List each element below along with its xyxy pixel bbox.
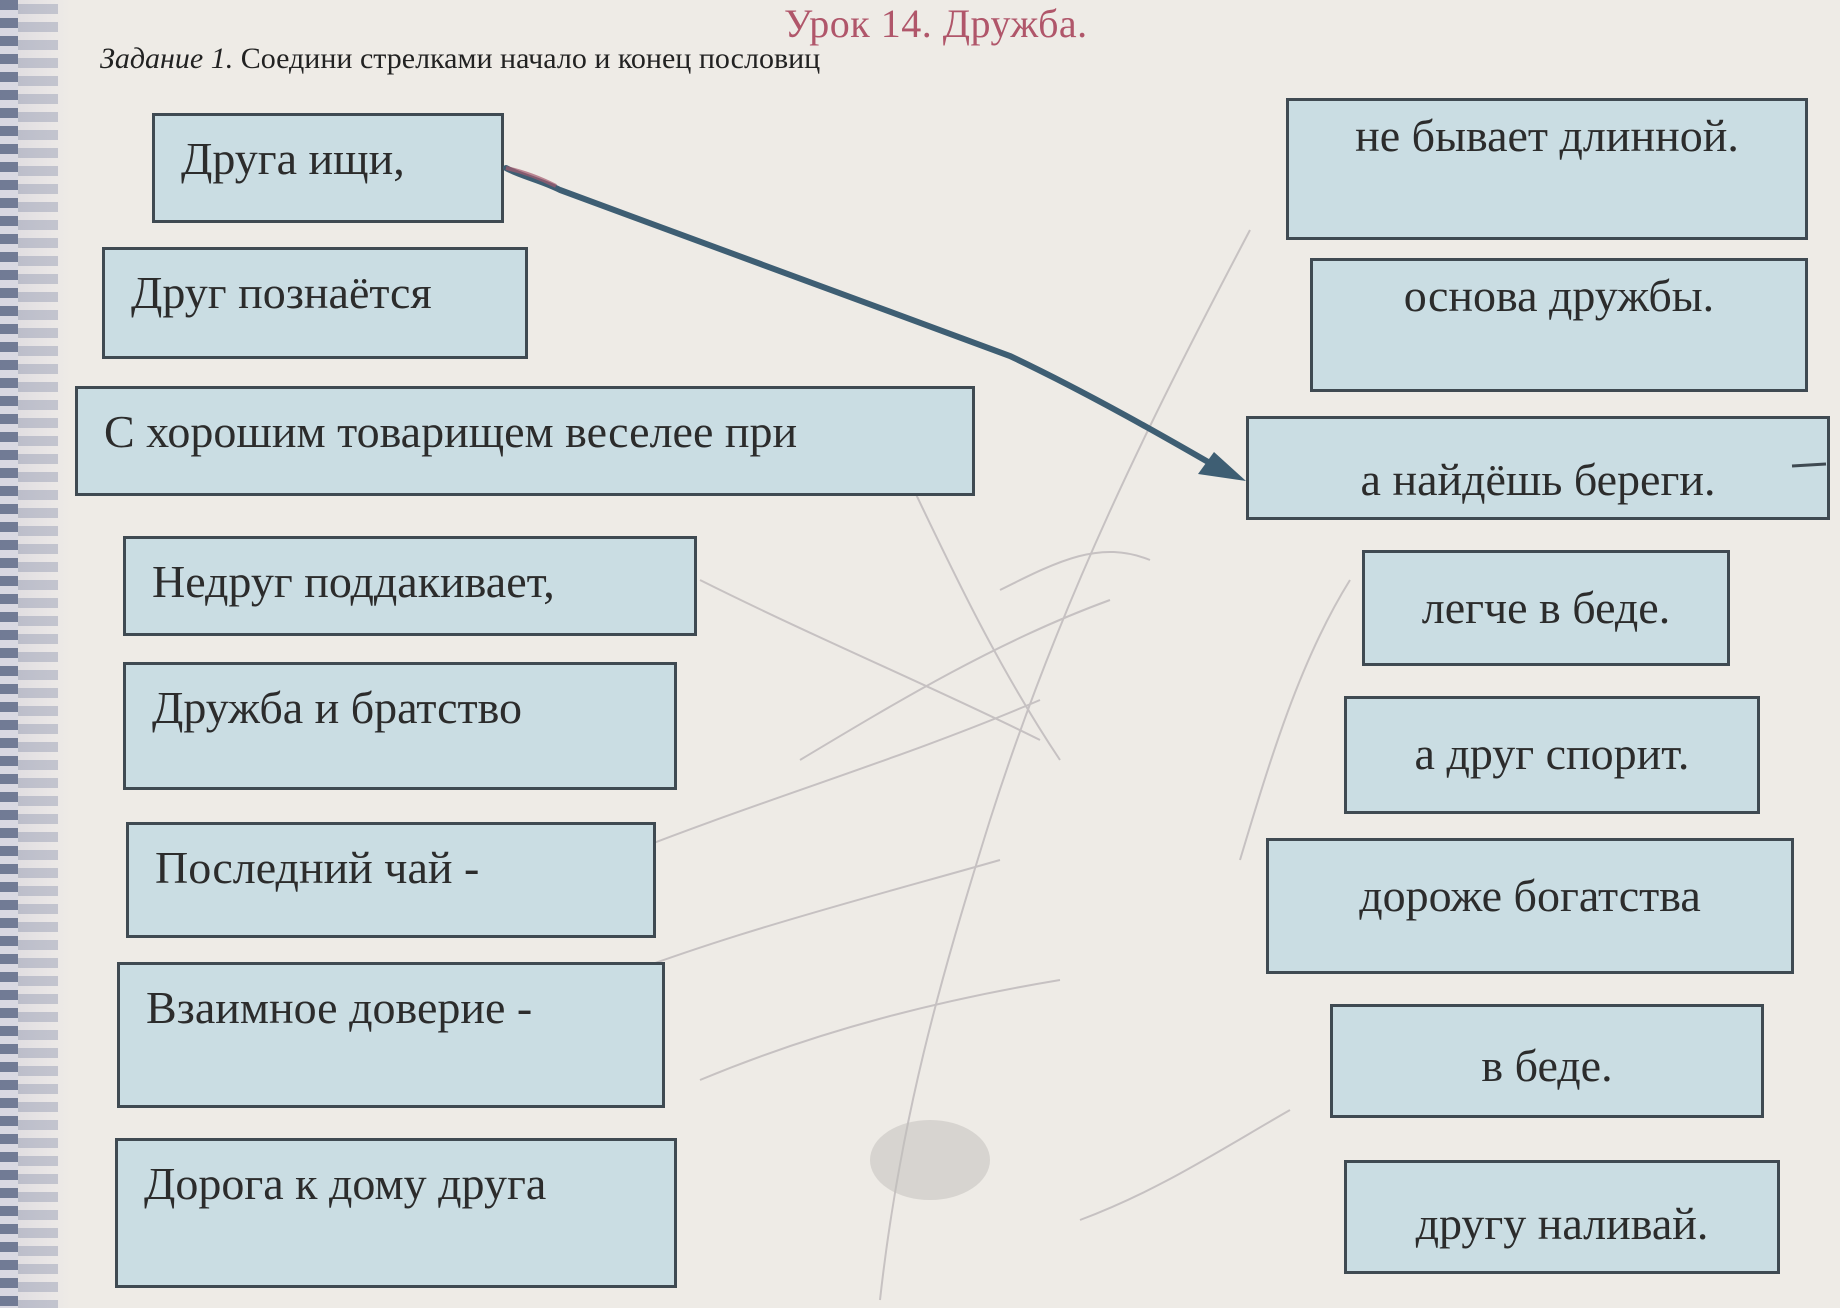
left-phrase-text: Дорога к дому друга: [144, 1158, 547, 1209]
left-phrase-card[interactable]: Друга ищи,: [152, 113, 504, 223]
right-phrase-card[interactable]: не бывает длинной.: [1286, 98, 1808, 240]
right-phrase-card[interactable]: а найдёшь береги.: [1246, 416, 1830, 520]
binding-teeth: [18, 0, 58, 1308]
right-phrase-text: другу наливай.: [1415, 1198, 1709, 1249]
left-phrase-text: Недруг поддакивает,: [152, 556, 555, 607]
right-phrase-text: основа дружбы.: [1403, 270, 1715, 321]
task-text: Соедини стрелками начало и конец послови…: [240, 42, 821, 75]
left-phrase-text: Взаимное доверие -: [146, 982, 533, 1033]
left-phrase-text: Дружба и братство: [152, 682, 522, 733]
left-phrase-text: Друга ищи,: [181, 133, 405, 184]
left-phrase-card[interactable]: Дружба и братство: [123, 662, 677, 790]
left-phrase-card[interactable]: Недруг поддакивает,: [123, 536, 697, 636]
right-phrase-card[interactable]: а друг спорит.: [1344, 696, 1760, 814]
arrow-head: [1198, 452, 1246, 481]
right-phrase-text: не бывает длинной.: [1355, 110, 1739, 161]
right-phrase-card[interactable]: другу наливай.: [1344, 1160, 1780, 1274]
right-phrase-card[interactable]: дороже богатства: [1266, 838, 1794, 974]
task-number: Задание 1.: [100, 42, 234, 75]
left-phrase-text: Друг познаётся: [131, 267, 432, 318]
left-phrase-card[interactable]: Друг познаётся: [102, 247, 528, 359]
left-phrase-text: Последний чай -: [155, 842, 480, 893]
left-phrase-card[interactable]: С хорошим товарищем веселее при: [75, 386, 975, 496]
right-phrase-card[interactable]: основа дружбы.: [1310, 258, 1808, 392]
right-phrase-card[interactable]: легче в беде.: [1362, 550, 1730, 666]
arrow-line-tint: [505, 166, 557, 188]
right-phrase-text: дороже богатства: [1359, 870, 1701, 921]
right-phrase-text: в беде.: [1481, 1040, 1613, 1091]
left-phrase-card[interactable]: Дорога к дому друга: [115, 1138, 677, 1288]
right-phrase-text: а найдёшь береги.: [1360, 454, 1716, 505]
notebook-binding: [0, 0, 70, 1308]
right-phrase-card[interactable]: в беде.: [1330, 1004, 1764, 1118]
left-phrase-card[interactable]: Взаимное доверие -: [117, 962, 665, 1108]
binding-strip: [0, 0, 18, 1308]
task-instruction: Задание 1. Соедини стрелками начало и ко…: [100, 42, 820, 76]
left-phrase-card[interactable]: Последний чай -: [126, 822, 656, 938]
lesson-title: Урок 14. Дружба.: [784, 1, 1088, 46]
left-phrase-text: С хорошим товарищем веселее при: [104, 406, 798, 457]
right-phrase-text: легче в беде.: [1421, 582, 1671, 633]
right-phrase-text: а друг спорит.: [1414, 728, 1690, 779]
